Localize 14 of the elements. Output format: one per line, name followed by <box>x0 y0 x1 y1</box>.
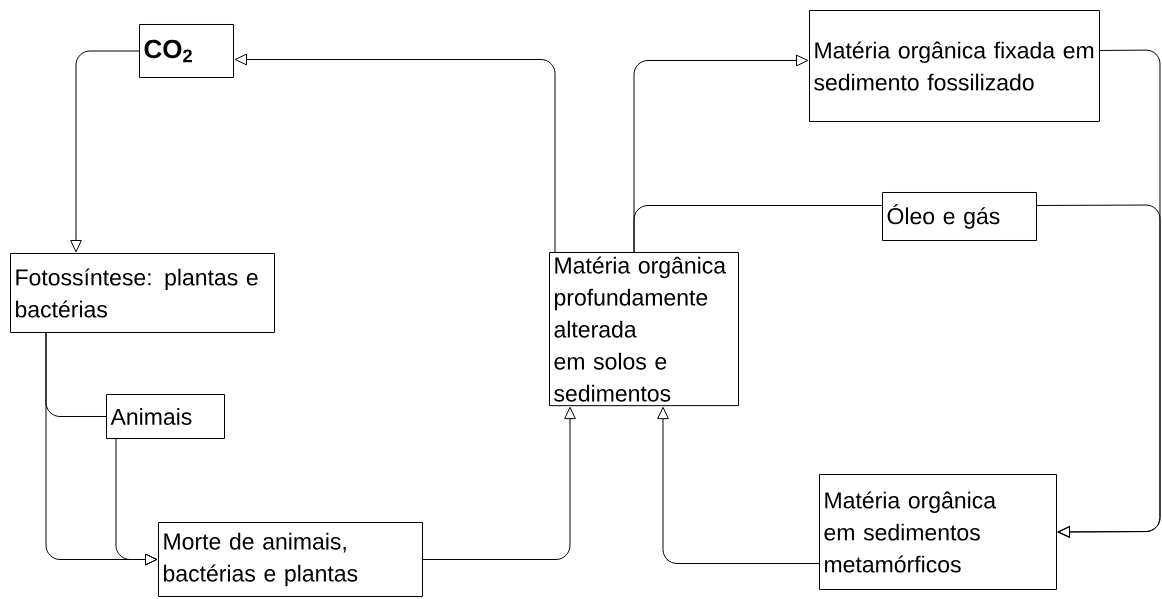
arrow <box>422 406 576 560</box>
process-box: Fotossíntese: plantas e bactérias <box>10 253 275 333</box>
arrow <box>115 438 158 566</box>
process-box: Morte de animais, bactérias e plantas <box>158 522 423 597</box>
process-box: CO$_{2}$ <box>139 24 234 78</box>
process-box: Animais <box>106 394 225 439</box>
arrow <box>1036 204 1161 538</box>
arrow <box>657 406 820 564</box>
arrow <box>70 50 140 253</box>
process-box: Matéria orgânica em sedimentos metamórficos <box>819 474 1057 590</box>
arrow <box>234 53 556 253</box>
process-box: Óleo e gás <box>882 192 1037 241</box>
process-box: Matéria orgânica fixada em sedimento fossilizado <box>809 10 1100 122</box>
process-box: Matéria orgânica profundamente alterada em solos e sedimentos <box>549 252 739 407</box>
